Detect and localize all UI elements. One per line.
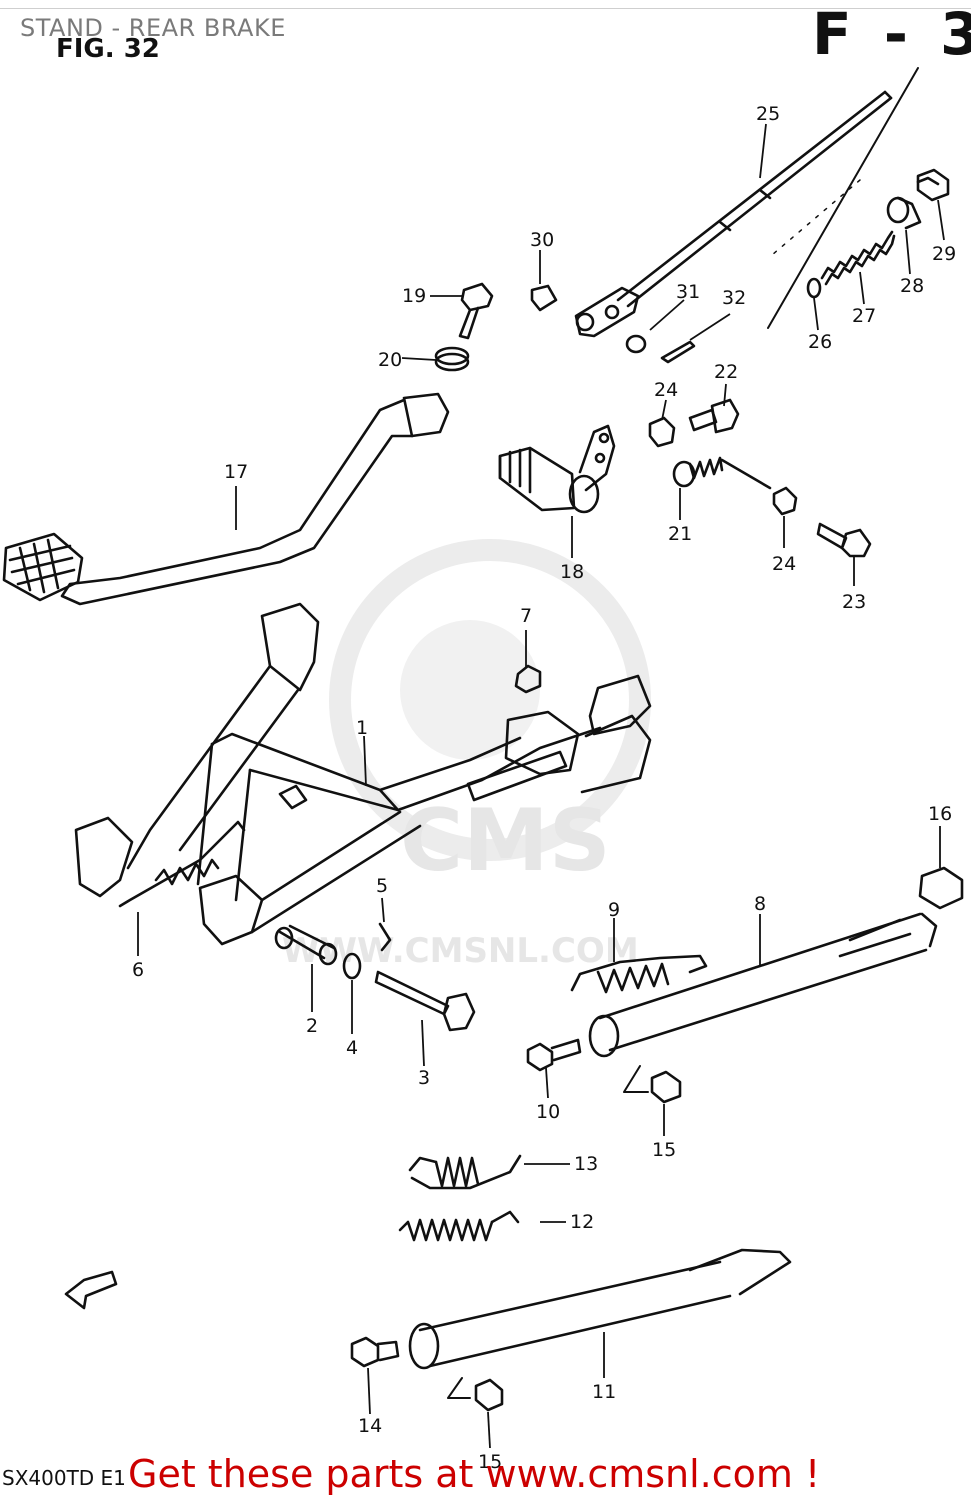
header-rule: [0, 8, 971, 9]
part-13-spring: [408, 1154, 522, 1190]
callout-2: 2: [306, 1015, 318, 1037]
callout-28: 28: [900, 275, 924, 297]
callout-26: 26: [808, 331, 832, 353]
callout-18: 18: [560, 561, 584, 583]
callout-19: 19: [402, 285, 426, 307]
callout-4: 4: [346, 1037, 358, 1059]
part-27-spring: [820, 230, 896, 286]
callout-5: 5: [376, 875, 388, 897]
callout-16: 16: [928, 803, 952, 825]
part-11-side-stand: [408, 1248, 792, 1370]
part-24-nut: [648, 416, 676, 448]
part-24-nut: [772, 486, 798, 516]
callout-3: 3: [418, 1067, 430, 1089]
watermark: CMS WWW.CMSNL.COM: [282, 539, 651, 971]
part-19-bolt: [458, 282, 494, 340]
part-3-bolt: [374, 970, 476, 1032]
part-12-spring: [398, 1210, 520, 1242]
promo-link[interactable]: Get these parts at www.cmsnl.com !: [128, 1452, 821, 1496]
callout-23: 23: [842, 591, 866, 613]
callout-20: 20: [378, 349, 402, 371]
part-6-spring: [118, 820, 246, 908]
part-joint: [574, 286, 640, 338]
part-15-nut: [650, 1070, 682, 1104]
callout-25: 25: [756, 103, 780, 125]
part-10-bolt: [526, 1038, 582, 1072]
callout-22: 22: [714, 361, 738, 383]
part-4-washer: [342, 952, 362, 980]
reference-line: [447, 1377, 471, 1399]
front-arrow-icon: [64, 1270, 118, 1310]
part-30-pin: [530, 284, 558, 312]
callout-29: 29: [932, 243, 956, 265]
callout-31: 31: [676, 281, 700, 303]
callout-21: 21: [668, 523, 692, 545]
part-5-clip: [378, 922, 392, 952]
callout-8: 8: [754, 893, 766, 915]
callout-14: 14: [358, 1415, 382, 1437]
part-9-spring: [570, 954, 708, 994]
callout-30: 30: [530, 229, 554, 251]
callout-13: 13: [574, 1153, 598, 1175]
watermark-brand: CMS: [400, 791, 611, 891]
part-28-joint: [886, 196, 922, 230]
part-20-collar: [434, 346, 470, 372]
page-title: STAND - REAR BRAKE: [20, 14, 286, 42]
model-code: SX400TD E1: [2, 1466, 126, 1490]
callout-labels: 1 2 3 4 5 6 7 8 9 10 11 12 13 14 15 15 1…: [132, 103, 956, 1473]
reference-line: [767, 67, 919, 329]
part-17-brake-pedal: [2, 392, 450, 606]
callout-15: 15: [652, 1139, 676, 1161]
callout-27: 27: [852, 305, 876, 327]
callout-24: 24: [654, 379, 678, 401]
callout-32: 32: [722, 287, 746, 309]
reference-line: [623, 1065, 649, 1093]
part-29-nut: [916, 168, 950, 202]
part-21-spring: [672, 456, 772, 490]
callout-12: 12: [570, 1211, 594, 1233]
leader-lines: [137, 123, 945, 1449]
part-32-cotter-pin: [660, 340, 696, 364]
callout-1: 1: [356, 717, 368, 739]
part-15-nut: [474, 1378, 504, 1412]
callout-11: 11: [592, 1381, 616, 1403]
callout-9: 9: [608, 899, 620, 921]
watermark-url: WWW.CMSNL.COM: [282, 931, 639, 971]
callout-10: 10: [536, 1101, 560, 1123]
part-31-washer: [625, 334, 647, 354]
part-18-brake-shaft: [498, 424, 616, 514]
section-code: F - 3: [812, 0, 971, 68]
part-16-rubber: [918, 866, 964, 910]
part-23-bolt: [816, 522, 872, 558]
callout-17: 17: [224, 461, 248, 483]
part-7-rubber: [514, 664, 542, 694]
part-26-washer: [806, 277, 822, 299]
callout-15: 15: [478, 1451, 502, 1473]
part-14-bolt: [350, 1336, 400, 1368]
callout-24: 24: [772, 553, 796, 575]
part-2-pipe: [274, 924, 338, 966]
part-22-bolt: [688, 398, 740, 434]
reference-line: [771, 179, 861, 256]
figure-number: FIG. 32: [56, 34, 160, 64]
callout-7: 7: [520, 605, 532, 627]
part-8-side-stand: [588, 912, 938, 1058]
part-25-brake-rod: [616, 90, 893, 308]
callout-6: 6: [132, 959, 144, 981]
